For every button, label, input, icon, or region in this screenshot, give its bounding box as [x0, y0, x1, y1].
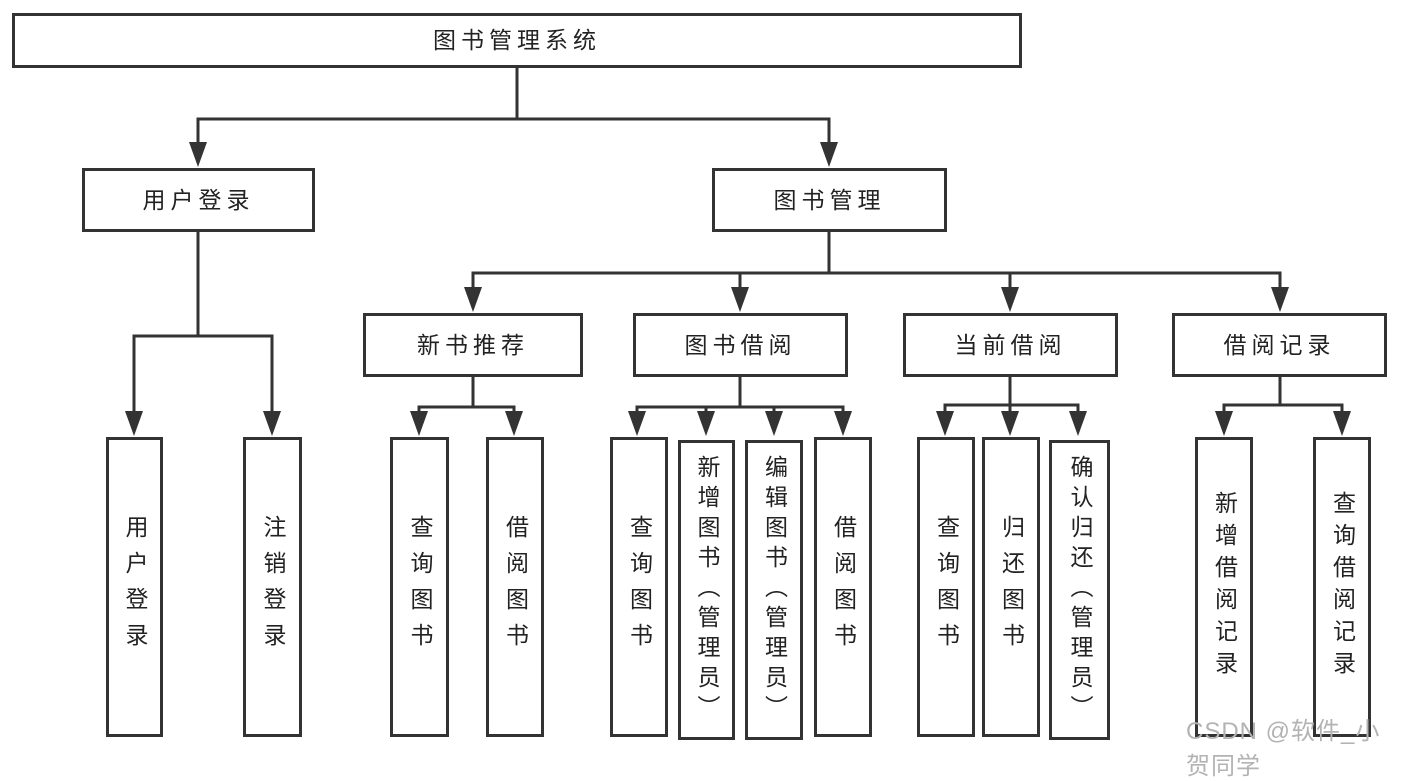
arrowhead	[1215, 411, 1233, 436]
leaf-br-add-record: 新增借阅记录	[1195, 437, 1253, 737]
leaf-cb-confirm-return-admin: 确认归还（管理员）	[1049, 440, 1110, 740]
arrowhead	[834, 411, 852, 436]
node-borrow-records: 借阅记录	[1172, 313, 1387, 377]
node-book-management: 图书管理	[712, 168, 947, 232]
arrowhead	[1333, 411, 1351, 436]
leaf-bb-borrow-books: 借阅图书	[814, 437, 872, 737]
node-user-login-group: 用户登录	[82, 168, 315, 232]
arrowhead	[505, 411, 523, 436]
leaf-nb-query-books: 查询图书	[390, 437, 449, 737]
leaf-bb-edit-books-admin: 编辑图书（管理员）	[745, 440, 803, 740]
arrowhead	[410, 411, 428, 436]
leaf-user-login: 用户登录	[106, 437, 163, 737]
arrowhead	[765, 411, 783, 436]
arrowhead	[189, 142, 207, 167]
leaf-br-query-record: 查询借阅记录	[1313, 437, 1371, 737]
arrowhead	[1271, 287, 1289, 312]
arrowhead	[820, 142, 838, 167]
leaf-cb-query-books: 查询图书	[917, 437, 975, 737]
arrowhead	[263, 411, 281, 436]
watermark: CSDN @软件_小贺同学	[1186, 718, 1381, 780]
leaf-nb-borrow-books: 借阅图书	[486, 437, 544, 737]
arrowhead	[1069, 411, 1087, 436]
leaf-bb-query-books: 查询图书	[610, 437, 668, 737]
leaf-bb-add-books-admin: 新增图书（管理员）	[678, 440, 735, 740]
arrowhead	[464, 287, 482, 312]
arrowhead	[1001, 411, 1019, 436]
arrowhead	[1001, 287, 1019, 312]
node-new-book-recommend: 新书推荐	[363, 313, 583, 377]
node-current-borrowing: 当前借阅	[903, 313, 1118, 377]
arrowhead	[936, 411, 954, 436]
node-book-borrowing: 图书借阅	[633, 313, 848, 377]
node-root: 图书管理系统	[12, 13, 1022, 68]
arrowhead	[125, 411, 143, 436]
connector-lines	[125, 68, 1351, 436]
arrowhead	[628, 411, 646, 436]
arrowhead	[731, 287, 749, 312]
leaf-cb-return-books: 归还图书	[982, 437, 1040, 737]
arrowhead	[697, 411, 715, 436]
leaf-logout: 注销登录	[243, 437, 302, 737]
